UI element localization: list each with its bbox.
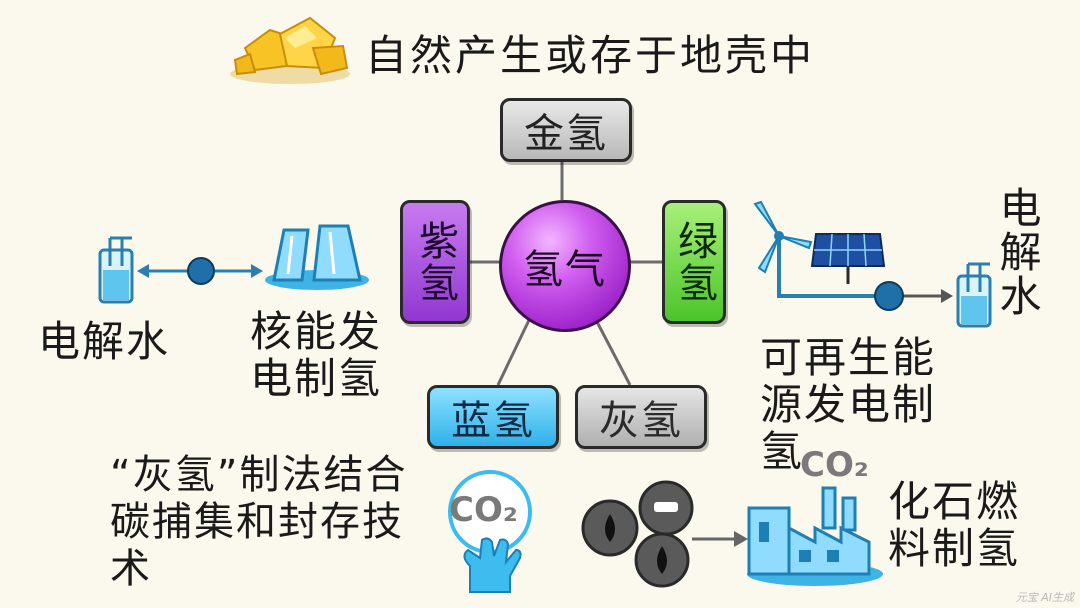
watermark: 元宝 AI生成 (1015, 591, 1074, 605)
solar-panel-icon (810, 233, 886, 284)
gold-nugget-icon (230, 16, 350, 84)
double-arrow-connector (137, 257, 263, 285)
blue-method-note: “灰氢”制法结合碳捕集和封存技术 (110, 452, 408, 593)
grey-hydrogen-node: 灰氢 (575, 385, 707, 449)
water-beaker-icon (98, 236, 134, 304)
co2-capture-icon (448, 470, 532, 593)
factory-icon (747, 486, 883, 586)
nuclear-hydrogen-label: 核能发电制氢 (250, 307, 383, 404)
fossil-fuel-icon (581, 480, 694, 588)
fossil-hydrogen-label: 化石燃料制氢 (888, 477, 1021, 574)
purple-electrolysis-label: 电解水 (38, 317, 171, 366)
renewable-flow-connector (777, 280, 953, 311)
green-hydrogen-node: 绿氢 (662, 200, 726, 324)
blue-hydrogen-node: 蓝氢 (427, 385, 559, 449)
water-beaker-icon-green (956, 262, 992, 328)
page-title: 自然产生或存于地壳中 (365, 31, 816, 80)
arrow-to-factory (692, 531, 748, 547)
green-electrolysis-label: 电解水 (993, 186, 1042, 318)
gold-hydrogen-node: 金氢 (500, 98, 632, 162)
renewable-hydrogen-label: 可再生能源发电制氢 (760, 333, 937, 477)
purple-hydrogen-node: 紫氢 (400, 200, 470, 324)
co2-emission-label: CO₂ (800, 445, 869, 485)
hydrogen-center-node: 氢气 (499, 200, 631, 332)
co2-capture-label: CO₂ (449, 490, 518, 530)
nuclear-plant-icon (265, 224, 369, 290)
